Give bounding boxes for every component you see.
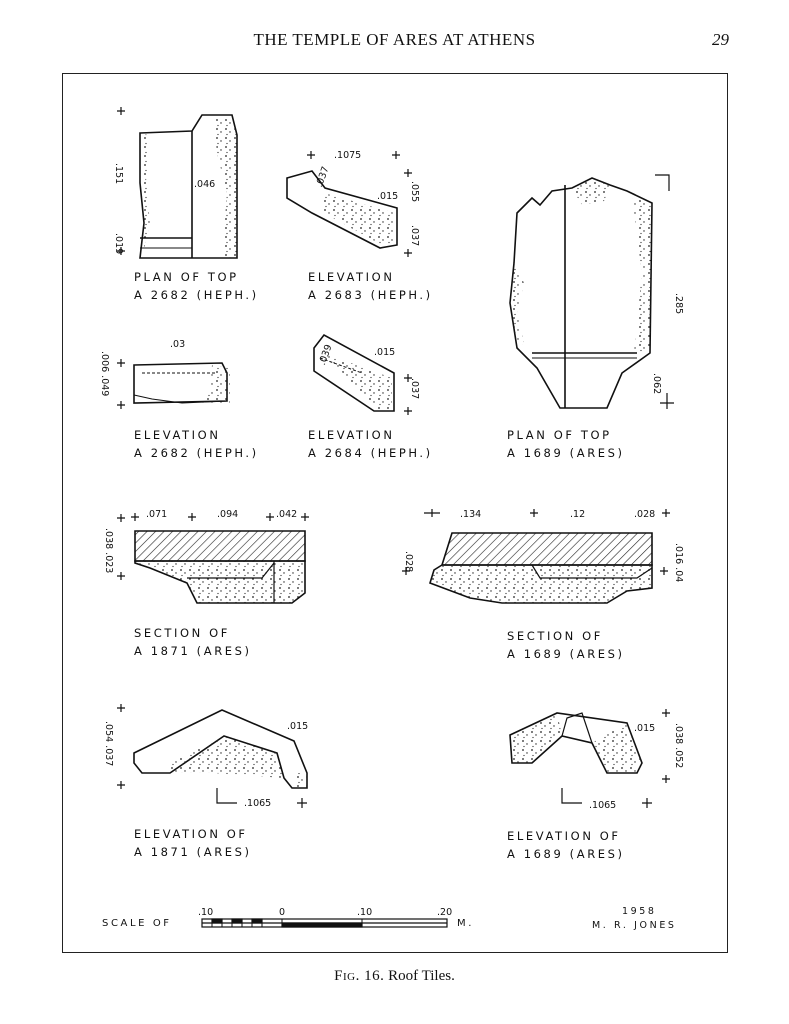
drawing-label-title: SECTION OF bbox=[134, 626, 230, 640]
dimension-label: .015 bbox=[287, 721, 309, 732]
dimension-label: .054 .037 bbox=[103, 721, 114, 767]
scale-label: SCALE OF bbox=[102, 918, 172, 929]
dimension-label: .037 bbox=[409, 225, 420, 247]
scale-tick-label: 0 bbox=[279, 907, 286, 918]
drawing-section-a1689 bbox=[402, 509, 670, 604]
dimension-label: .037 bbox=[409, 378, 420, 400]
figure-caption-text: Roof Tiles. bbox=[388, 968, 455, 984]
dimension-label: .042 bbox=[276, 509, 298, 520]
drawing-elevation-a2682 bbox=[117, 359, 230, 409]
drawing-label-number: A 1871 (ARES) bbox=[134, 845, 252, 859]
drawing-label-title: PLAN OF TOP bbox=[134, 270, 239, 284]
drawing-label-title: ELEVATION bbox=[308, 428, 395, 442]
scale-bar bbox=[201, 918, 448, 928]
drawing-elevation-a2683 bbox=[286, 151, 412, 257]
drawing-section-a1871 bbox=[117, 513, 309, 604]
drawing-label-number: A 2684 (HEPH.) bbox=[308, 446, 433, 460]
running-title: THE TEMPLE OF ARES AT ATHENS bbox=[253, 30, 536, 49]
dimension-label: .046 bbox=[194, 179, 216, 190]
figure-caption: Fig. 16. Roof Tiles. bbox=[0, 968, 789, 985]
scale-tick-label: .10 bbox=[198, 907, 214, 918]
dimension-label: .015 bbox=[374, 347, 396, 358]
drawing-label-number: A 2683 (HEPH.) bbox=[308, 288, 433, 302]
drawing-label-title: SECTION OF bbox=[507, 629, 603, 643]
drawing-label-number: A 1871 (ARES) bbox=[134, 644, 252, 658]
page-number: 29 bbox=[712, 30, 729, 49]
dimension-label: .12 bbox=[570, 509, 586, 520]
dimension-label: .038 .052 bbox=[673, 723, 684, 769]
drawing-plan-a1689 bbox=[509, 174, 674, 409]
drawing-label-title: ELEVATION OF bbox=[134, 827, 248, 841]
dimension-label: .028 bbox=[634, 509, 656, 520]
dimension-label: .015 bbox=[634, 723, 656, 734]
dimension-label: .038 .023 bbox=[103, 528, 114, 574]
dimension-label: .094 bbox=[217, 509, 239, 520]
roof-tile-drawings bbox=[117, 107, 674, 928]
dimension-label: .1065 bbox=[589, 800, 617, 811]
dimension-label: .1075 bbox=[334, 150, 362, 161]
signature-year: 1958 bbox=[622, 906, 657, 917]
scale-tick-label: .10 bbox=[357, 907, 373, 918]
dimension-label: .055 bbox=[409, 181, 420, 203]
drawing-label-title: ELEVATION bbox=[134, 428, 221, 442]
drawing-label-title: PLAN OF TOP bbox=[507, 428, 612, 442]
drawing-label-number: A 1689 (ARES) bbox=[507, 847, 625, 861]
running-head: THE TEMPLE OF ARES AT ATHENS 29 bbox=[0, 30, 789, 56]
dimension-label: .151 bbox=[113, 163, 124, 185]
dimension-label: .006 .049 bbox=[99, 351, 110, 397]
figure-plate: PLAN OF TOP A 2682 (HEPH.) .151 .046 .01… bbox=[62, 73, 728, 953]
dimension-label: .285 bbox=[673, 293, 684, 315]
dimension-label: .134 bbox=[460, 509, 482, 520]
drawing-label-title: ELEVATION OF bbox=[507, 829, 621, 843]
dimension-label: .062 bbox=[651, 373, 662, 395]
drawing-label-number: A 2682 (HEPH.) bbox=[134, 288, 259, 302]
figure-caption-label: Fig. 16. bbox=[334, 968, 385, 984]
drawing-plan-a2682 bbox=[117, 107, 238, 259]
scale-unit: M. bbox=[457, 918, 475, 929]
dimension-label: .1065 bbox=[244, 798, 272, 809]
dimension-label: .019 bbox=[113, 233, 124, 255]
dimension-label: .028 bbox=[403, 551, 414, 573]
drawing-label-number: A 1689 (ARES) bbox=[507, 446, 625, 460]
drawing-elevation-a2684 bbox=[313, 333, 412, 415]
dimension-label: .03 bbox=[170, 339, 186, 350]
drawing-label-number: A 1689 (ARES) bbox=[507, 647, 625, 661]
signature-name: M. R. JONES bbox=[592, 920, 677, 931]
drawing-elevation-a1871 bbox=[117, 704, 308, 808]
drawing-elevation-a1689 bbox=[509, 709, 670, 808]
drawing-label-number: A 2682 (HEPH.) bbox=[134, 446, 259, 460]
scale-tick-label: .20 bbox=[437, 907, 453, 918]
figure-frame bbox=[62, 73, 728, 953]
drawing-label-title: ELEVATION bbox=[308, 270, 395, 284]
dimension-label: .016 .04 bbox=[673, 543, 684, 583]
dimension-label: .071 bbox=[146, 509, 168, 520]
dimension-label: .015 bbox=[377, 191, 399, 202]
